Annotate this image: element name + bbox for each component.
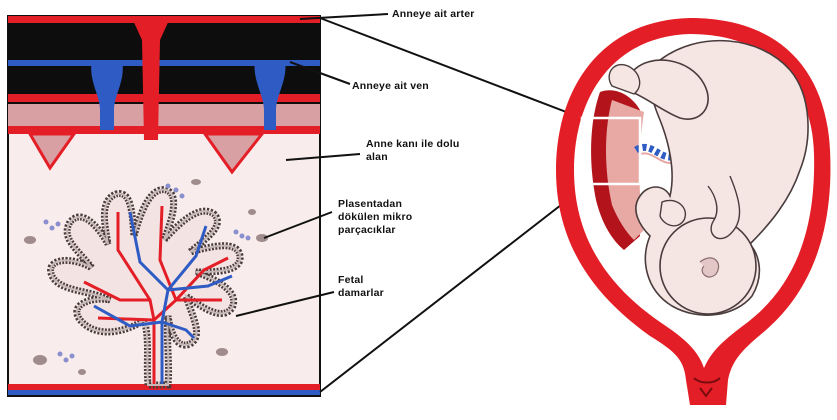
label-fetal-vessels-line1: Fetal bbox=[338, 274, 384, 287]
label-blood-space-line2: alan bbox=[366, 151, 459, 164]
label-microparticles-line2: dökülen mikro bbox=[338, 211, 412, 224]
zoom-panel bbox=[8, 16, 320, 396]
label-maternal-vein: Anneye ait ven bbox=[352, 80, 429, 93]
label-maternal-artery: Anneye ait arter bbox=[392, 8, 475, 21]
label-blood-space: Anne kanı ile dolu alan bbox=[366, 138, 459, 164]
label-microparticles-line1: Plasentadan bbox=[338, 198, 412, 211]
uterus-illustration bbox=[556, 18, 830, 405]
label-microparticles: Plasentadan dökülen mikro parçacıklar bbox=[338, 198, 412, 237]
label-blood-space-line1: Anne kanı ile dolu bbox=[366, 138, 459, 151]
label-fetal-vessels-line2: damarlar bbox=[338, 287, 384, 300]
zoom-line-top bbox=[320, 18, 582, 118]
chorionic-plate-blue bbox=[8, 390, 320, 395]
label-microparticles-line3: parçacıklar bbox=[338, 224, 412, 237]
label-fetal-vessels: Fetal damarlar bbox=[338, 274, 384, 300]
